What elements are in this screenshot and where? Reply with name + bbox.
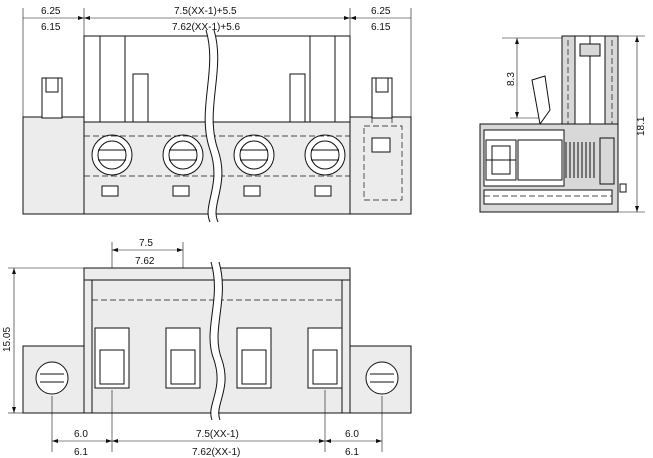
front-pitch-b: 7.62	[135, 256, 155, 267]
top-screw-row	[91, 134, 346, 176]
top-view: 6.25 6.15 7.5(XX-1)+5.5 7.62(XX-1)+5.6 6…	[22, 6, 412, 224]
top-dim-center-a: 7.5(XX-1)+5.5	[174, 6, 237, 17]
side-dim-height: 18.1	[636, 116, 647, 136]
front-height: 15.05	[2, 327, 13, 352]
top-dim-right-b: 6.15	[371, 22, 391, 33]
front-left-b: 6.1	[74, 447, 88, 458]
front-pitch-a: 7.5	[139, 238, 153, 249]
front-right-b: 6.1	[345, 447, 359, 458]
wire-entries	[94, 327, 343, 389]
front-view: 7.5 7.62 15.05 6.0 6.1 7.5(XX-1) 7.62(XX…	[2, 238, 412, 458]
top-dim-center-b: 7.62(XX-1)+5.6	[172, 22, 241, 33]
side-view: 8.3 18.1	[479, 35, 647, 213]
side-dim-small: 8.3	[506, 72, 517, 86]
top-dim-right-a: 6.25	[371, 6, 391, 17]
top-dim-left-b: 6.15	[41, 22, 61, 33]
front-right-a: 6.0	[345, 429, 359, 440]
clamp-spring	[565, 142, 595, 178]
front-left-a: 6.0	[74, 429, 88, 440]
top-dim-left-a: 6.25	[41, 6, 61, 17]
front-center-a: 7.5(XX-1)	[196, 429, 239, 440]
front-center-b: 7.62(XX-1)	[192, 447, 240, 458]
